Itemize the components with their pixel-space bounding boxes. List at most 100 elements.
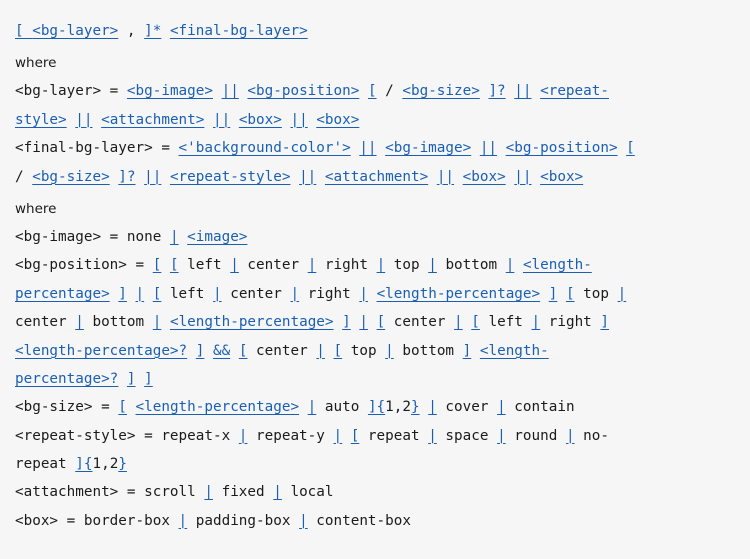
- syntax-combinator-link[interactable]: ]{: [75, 456, 93, 473]
- syntax-type-link[interactable]: <repeat-style>: [169, 168, 291, 185]
- syntax-combinator-link[interactable]: |: [75, 314, 84, 331]
- syntax-combinator-link[interactable]: ||: [514, 83, 532, 100]
- syntax-combinator-link[interactable]: |: [152, 314, 162, 331]
- syntax-combinator-link[interactable]: [: [626, 140, 635, 157]
- syntax-type-link[interactable]: <bg-position>: [247, 83, 360, 100]
- syntax-combinator-link[interactable]: ]{: [367, 399, 386, 416]
- syntax-combinator-link[interactable]: [: [471, 314, 480, 331]
- syntax-combinator-link[interactable]: |: [299, 512, 308, 529]
- syntax-combinator-link[interactable]: |: [531, 314, 541, 331]
- syntax-type-link[interactable]: percentage>?: [15, 370, 119, 387]
- syntax-type-link[interactable]: <bg-size>: [402, 83, 480, 100]
- syntax-combinator-link[interactable]: |: [505, 257, 515, 274]
- syntax-combinator-link[interactable]: |: [333, 427, 343, 444]
- syntax-combinator-link[interactable]: ||: [479, 140, 498, 157]
- syntax-combinator-link[interactable]: [: [118, 399, 127, 416]
- syntax-combinator-link[interactable]: |: [454, 314, 463, 331]
- syntax-combinator-link[interactable]: |: [290, 285, 300, 302]
- syntax-combinator-link[interactable]: |: [617, 285, 627, 302]
- syntax-combinator-link[interactable]: }: [410, 399, 420, 416]
- syntax-combinator-link[interactable]: |: [428, 399, 437, 416]
- syntax-combinator-link[interactable]: ]: [144, 370, 153, 387]
- syntax-combinator-link[interactable]: ||: [436, 168, 455, 185]
- syntax-type-link[interactable]: <box>: [238, 111, 282, 128]
- syntax-type-link[interactable]: <bg-size>: [32, 168, 110, 185]
- syntax-type-link[interactable]: <length-percentage>: [135, 399, 300, 416]
- syntax-type-link[interactable]: <length-percentage>: [169, 314, 334, 331]
- syntax-combinator-link[interactable]: ||: [290, 111, 308, 128]
- syntax-type-link[interactable]: <box>: [462, 168, 506, 185]
- syntax-type-link[interactable]: percentage>: [15, 285, 110, 302]
- syntax-combinator-link[interactable]: |: [316, 342, 325, 359]
- syntax-combinator-link[interactable]: |: [428, 257, 437, 274]
- syntax-combinator-link[interactable]: |: [428, 427, 437, 444]
- syntax-combinator-link[interactable]: |: [213, 285, 222, 302]
- syntax-combinator-link[interactable]: [: [152, 257, 162, 274]
- syntax-type-link[interactable]: <length-: [479, 342, 549, 359]
- syntax-type-link[interactable]: <'background-color'>: [178, 140, 351, 157]
- syntax-combinator-link[interactable]: |: [178, 512, 188, 529]
- syntax-combinator-link[interactable]: [: [376, 314, 386, 331]
- syntax-text: [342, 428, 351, 444]
- syntax-combinator-link[interactable]: [: [367, 83, 377, 100]
- syntax-combinator-link[interactable]: |: [238, 427, 248, 444]
- syntax-combinator-link[interactable]: ||: [514, 168, 532, 185]
- syntax-combinator-link[interactable]: |: [385, 342, 394, 359]
- syntax-combinator-link[interactable]: ||: [213, 111, 231, 128]
- syntax-combinator-link[interactable]: [: [565, 285, 575, 302]
- syntax-combinator-link[interactable]: |: [135, 285, 145, 302]
- syntax-combinator-link[interactable]: ]: [342, 314, 351, 331]
- syntax-combinator-link[interactable]: |: [169, 228, 179, 245]
- syntax-combinator-link[interactable]: ]?: [118, 168, 136, 185]
- syntax-combinator-link[interactable]: |: [230, 257, 239, 274]
- syntax-combinator-link[interactable]: [: [350, 427, 360, 444]
- syntax-combinator-link[interactable]: ]: [195, 342, 205, 359]
- syntax-combinator-link[interactable]: |: [376, 257, 386, 274]
- syntax-combinator-link[interactable]: ]: [548, 285, 558, 302]
- syntax-combinator-link[interactable]: |: [497, 399, 506, 416]
- syntax-type-link[interactable]: <image>: [187, 228, 248, 245]
- syntax-type-link[interactable]: <box>: [316, 111, 360, 128]
- syntax-combinator-link[interactable]: ]: [126, 370, 136, 387]
- syntax-combinator-link[interactable]: [: [238, 342, 248, 359]
- syntax-combinator-link[interactable]: [: [152, 285, 162, 302]
- syntax-combinator-link[interactable]: [: [333, 342, 343, 359]
- syntax-combinator-link[interactable]: |: [497, 427, 506, 444]
- syntax-type-link[interactable]: <length-: [522, 257, 592, 274]
- syntax-combinator-link[interactable]: ]: [118, 285, 127, 302]
- syntax-combinator-link[interactable]: ]: [462, 342, 472, 359]
- syntax-combinator-link[interactable]: |: [204, 484, 213, 501]
- syntax-type-link[interactable]: <attachment>: [101, 111, 205, 128]
- syntax-type-link[interactable]: <length-percentage>?: [15, 342, 188, 359]
- syntax-combinator-link[interactable]: [: [169, 257, 179, 274]
- syntax-combinator-link[interactable]: ]*: [144, 23, 162, 39]
- syntax-combinator-link[interactable]: &&: [212, 342, 231, 359]
- syntax-combinator-link[interactable]: ||: [75, 111, 93, 128]
- syntax-type-link[interactable]: <bg-layer>: [32, 23, 119, 39]
- syntax-type-link[interactable]: <box>: [540, 168, 584, 185]
- syntax-combinator-link[interactable]: ||: [299, 168, 317, 185]
- syntax-combinator-link[interactable]: |: [565, 427, 575, 444]
- syntax-type-link[interactable]: <final-bg-layer>: [169, 23, 308, 39]
- syntax-type-link[interactable]: <bg-image>: [385, 140, 472, 157]
- syntax-combinator-link[interactable]: |: [307, 257, 317, 274]
- syntax-type-link[interactable]: <repeat-: [540, 83, 609, 100]
- syntax-type-link[interactable]: <attachment>: [324, 168, 429, 185]
- syntax-combinator-link[interactable]: [: [15, 23, 33, 39]
- syntax-combinator-link[interactable]: |: [359, 285, 368, 302]
- syntax-type-link[interactable]: style>: [15, 111, 67, 128]
- syntax-text: /: [376, 83, 403, 100]
- syntax-type-link[interactable]: <length-percentage>: [376, 285, 541, 302]
- syntax-text: repeat: [359, 427, 429, 444]
- syntax-combinator-link[interactable]: }: [118, 456, 127, 473]
- syntax-combinator-link[interactable]: |: [273, 484, 282, 501]
- syntax-type-link[interactable]: <bg-position>: [505, 140, 618, 157]
- syntax-combinator-link[interactable]: ||: [144, 168, 162, 185]
- syntax-combinator-link[interactable]: ||: [359, 140, 377, 157]
- syntax-combinator-link[interactable]: |: [359, 314, 368, 331]
- syntax-combinator-link[interactable]: |: [307, 399, 317, 416]
- syntax-combinator-link[interactable]: ||: [221, 83, 239, 100]
- syntax-combinator-link[interactable]: ]: [600, 314, 610, 331]
- syntax-type-link[interactable]: <bg-image>: [126, 83, 213, 100]
- syntax-combinator-link[interactable]: ]?: [488, 83, 506, 100]
